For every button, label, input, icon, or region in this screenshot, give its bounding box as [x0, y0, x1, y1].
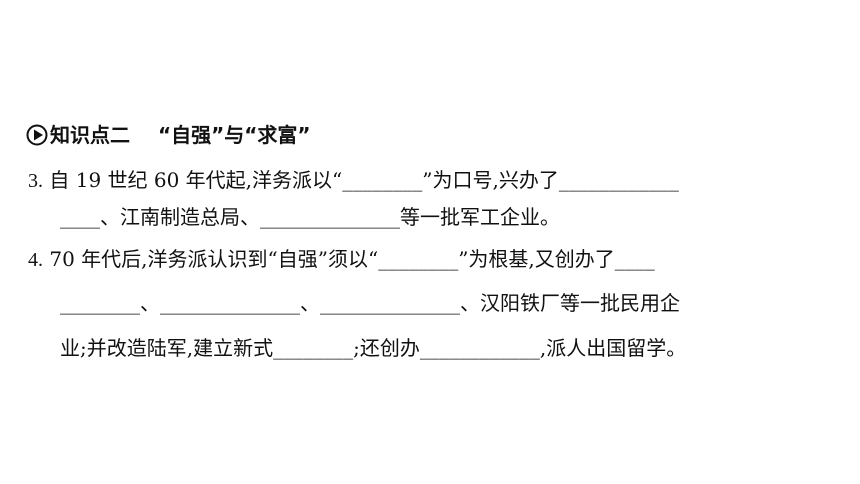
question-4-line-2: ________、______________、______________、汉… [60, 289, 680, 317]
section-title: “自强”与“求富” [158, 123, 311, 147]
question-3-text-1: 自 19 世纪 60 年代起,洋务派以“________”为口号,兴办了____… [49, 168, 679, 192]
question-3-line-2: ____、江南制造总局、______________等一批军工企业。 [60, 203, 560, 231]
play-triangle-circle-icon [26, 124, 48, 146]
question-4-text-1: 70 年代后,洋务派认识到“自强”须以“________”为根基,又创办了___… [49, 247, 655, 271]
question-4-number: 4. [28, 249, 43, 271]
question-4-line-3: 业;并改造陆军,建立新式________;还创办____________,派人出… [60, 334, 686, 362]
question-3-text-2: ____、江南制造总局、______________等一批军工企业。 [60, 205, 560, 229]
question-3-number: 3. [28, 170, 43, 192]
question-3-line-1: 3. 自 19 世纪 60 年代起,洋务派以“________”为口号,兴办了_… [28, 166, 679, 194]
section-heading: 知识点二 “自强”与“求富” [26, 121, 311, 149]
question-4-text-2: ________、______________、______________、汉… [60, 291, 680, 315]
question-4-line-1: 4. 70 年代后,洋务派认识到“自强”须以“________”为根基,又创办了… [28, 245, 655, 273]
question-4-text-3: 业;并改造陆军,建立新式________;还创办____________,派人出… [60, 336, 687, 360]
section-label: 知识点二 [50, 123, 130, 147]
